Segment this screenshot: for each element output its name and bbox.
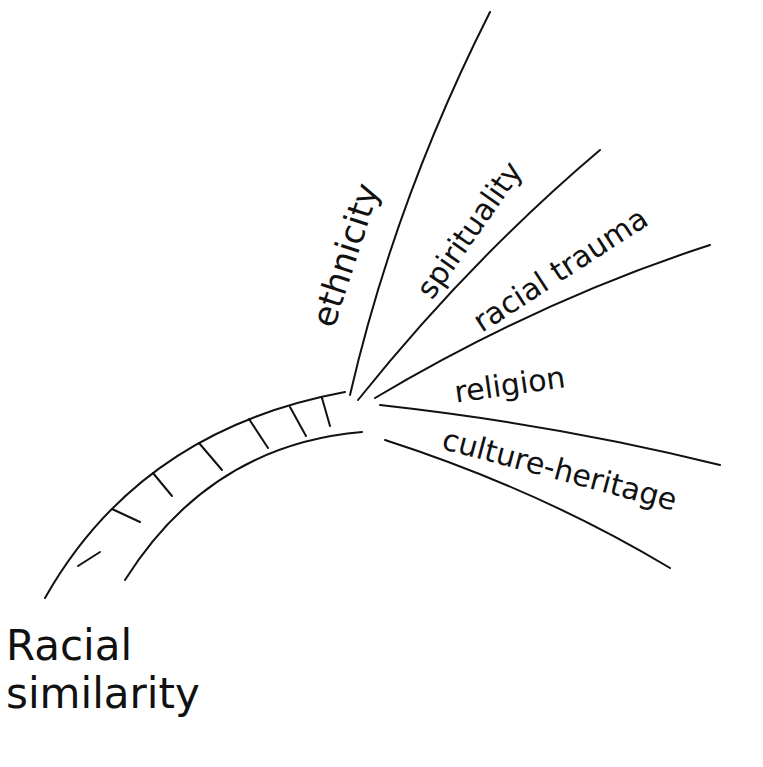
trunk-hatch [112,509,140,522]
trunk-hatch [153,473,172,496]
branches [350,12,720,568]
root-label: Racial similarity [6,622,221,719]
trunk-hatch [78,552,100,566]
branch-label: religion [453,362,568,407]
trunk-hatch [249,419,268,448]
trunk-hatch [290,407,306,436]
branch-label: racial trauma [468,203,653,338]
trunk-edge [125,432,362,580]
trunk-hatch [322,398,330,426]
trunk-edge [45,392,345,598]
branch-label: culture-heritage [440,424,681,515]
branch-label: spirituality [412,156,528,303]
trunk [45,392,362,598]
trunk-hatch [199,443,222,470]
branch-label: ethnicity [306,179,384,331]
